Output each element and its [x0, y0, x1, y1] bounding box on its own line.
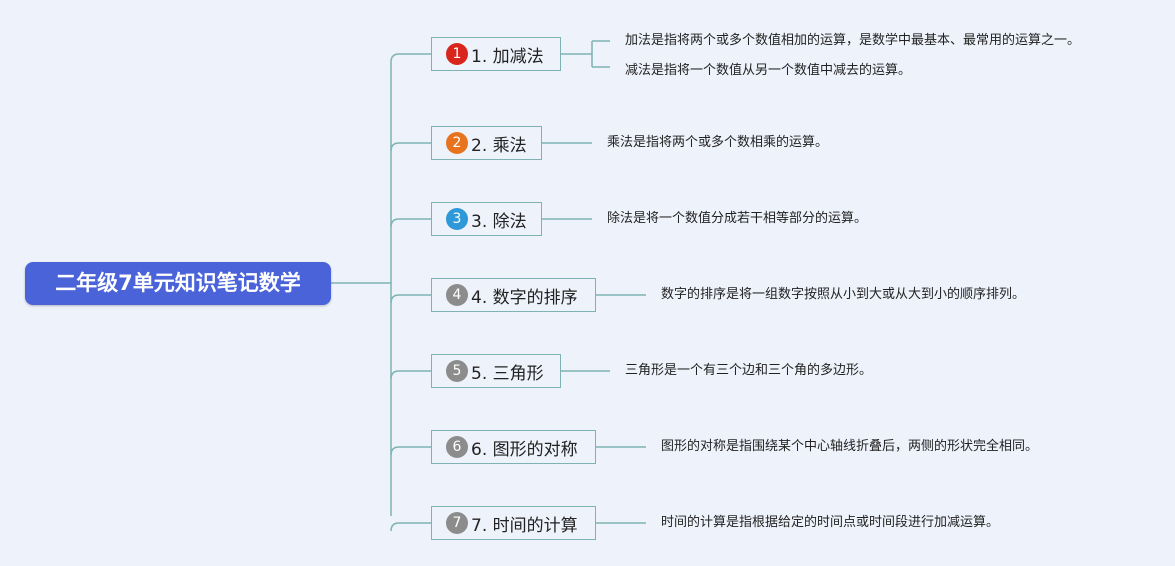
topic-node-multiplication[interactable]: 2 2. 乘法 — [431, 126, 542, 160]
priority-5-icon: 5 — [446, 360, 468, 382]
branch-connector-5 — [390, 370, 431, 380]
topic-label: 4. 数字的排序 — [471, 287, 578, 308]
topic-node-time-calculation[interactable]: 7 7. 时间的计算 — [431, 506, 596, 540]
priority-7-icon: 7 — [446, 512, 468, 534]
topic-description[interactable]: 减法是指将一个数值从另一个数值中减去的运算。 — [625, 63, 912, 78]
branch-connector-4 — [390, 294, 431, 304]
topic-node-number-ordering[interactable]: 4 4. 数字的排序 — [431, 278, 596, 312]
topic-description[interactable]: 乘法是指将两个或多个数相乘的运算。 — [607, 135, 829, 150]
root-topic[interactable]: 二年级7单元知识笔记数学 — [25, 262, 331, 305]
topic-node-triangle[interactable]: 5 5. 三角形 — [431, 354, 561, 388]
topic-label: 2. 乘法 — [471, 135, 527, 156]
branch-connector-7 — [390, 522, 431, 532]
priority-1-icon: 1 — [446, 43, 468, 65]
topic-description[interactable]: 时间的计算是指根据给定的时间点或时间段进行加减运算。 — [661, 515, 1000, 530]
topic-label: 6. 图形的对称 — [471, 439, 578, 460]
topic-description[interactable]: 加法是指将两个或多个数值相加的运算，是数学中最基本、最常用的运算之一。 — [625, 33, 1081, 48]
priority-2-icon: 2 — [446, 132, 468, 154]
topic-node-division[interactable]: 3 3. 除法 — [431, 202, 542, 236]
priority-6-icon: 6 — [446, 436, 468, 458]
topic-node-addition-subtraction[interactable]: 1 1. 加减法 — [431, 37, 561, 71]
branch-connector-2 — [390, 142, 431, 152]
topic-description[interactable]: 图形的对称是指围绕某个中心轴线折叠后，两侧的形状完全相同。 — [661, 439, 1039, 454]
topic-description[interactable]: 除法是将一个数值分成若干相等部分的运算。 — [607, 211, 868, 226]
branch-connector-3 — [390, 218, 431, 228]
branch-connector-6 — [390, 446, 431, 456]
topic-node-symmetry[interactable]: 6 6. 图形的对称 — [431, 430, 596, 464]
branch-connector-1 — [390, 53, 431, 63]
topic-description[interactable]: 三角形是一个有三个边和三个角的多边形。 — [625, 363, 873, 378]
topic-label: 5. 三角形 — [471, 363, 544, 384]
priority-3-icon: 3 — [446, 208, 468, 230]
topic-label: 3. 除法 — [471, 211, 527, 232]
topic-description[interactable]: 数字的排序是将一组数字按照从小到大或从大到小的顺序排列。 — [661, 287, 1026, 302]
priority-4-icon: 4 — [446, 284, 468, 306]
topic-label: 1. 加减法 — [471, 46, 544, 67]
topic-label: 7. 时间的计算 — [471, 515, 578, 536]
